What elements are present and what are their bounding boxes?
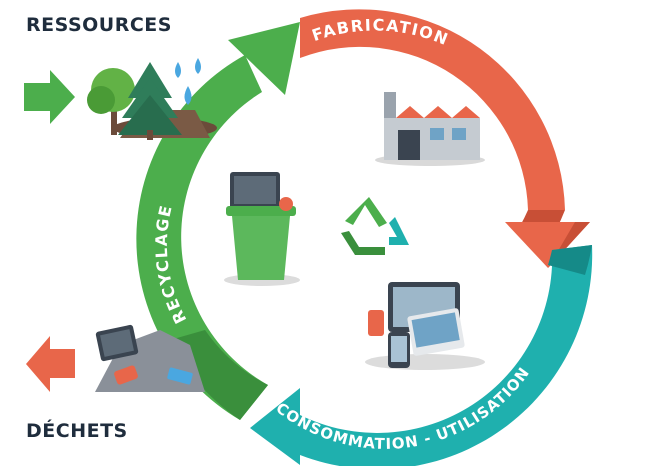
recyclage-arrowhead [228,22,300,95]
dechets-label: DÉCHETS [26,420,128,442]
ressources-label: RESSOURCES [26,14,172,36]
waste-pile-icon [95,324,205,392]
fabrication-arc: FABRICATION [300,9,590,268]
input-arrow-icon [24,70,75,124]
recyclage-arc: RECYCLAGE [136,22,300,420]
output-arrow-icon [26,336,75,392]
trees-icon [87,62,217,140]
recycle-symbol-icon [341,197,409,255]
recycle-bin-icon [224,172,300,286]
devices-icon [365,282,485,370]
consommation-arrowhead [250,388,300,465]
factory-icon [375,92,485,166]
water-drops-icon [175,58,201,105]
